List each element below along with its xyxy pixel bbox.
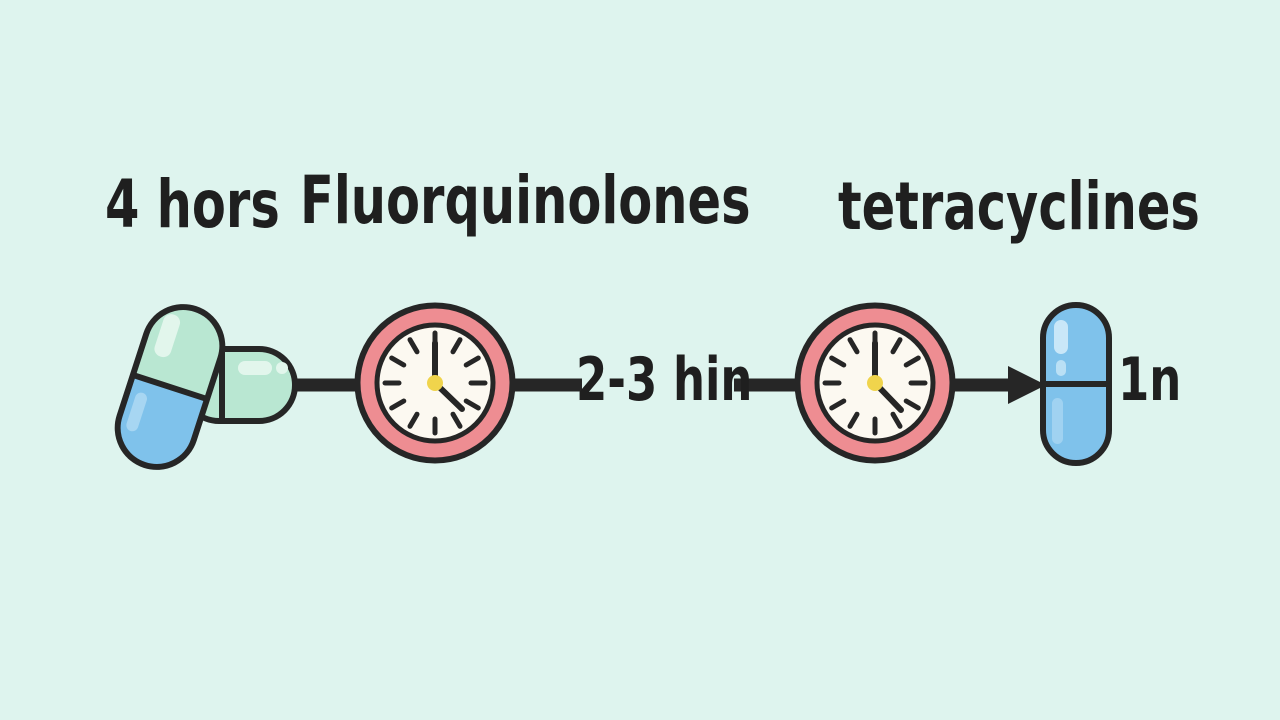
clock-center-dot [867, 375, 883, 391]
fluoroquinolones-title: Fluorquinolones [300, 162, 751, 239]
interval-label: 2-3 hin [576, 345, 753, 415]
dose-label: 1n [1118, 345, 1182, 415]
clock-icon [354, 302, 516, 464]
hours-label: 4 hors [105, 166, 280, 243]
tetracyclines-title: tetracyclines [838, 168, 1200, 245]
arrow-right-icon [950, 366, 1046, 404]
pill-capsule-front [114, 304, 226, 470]
clock-icon [794, 302, 956, 464]
clock-center-dot [427, 375, 443, 391]
capsule-icon [1040, 302, 1112, 466]
pills-icon [114, 304, 298, 470]
